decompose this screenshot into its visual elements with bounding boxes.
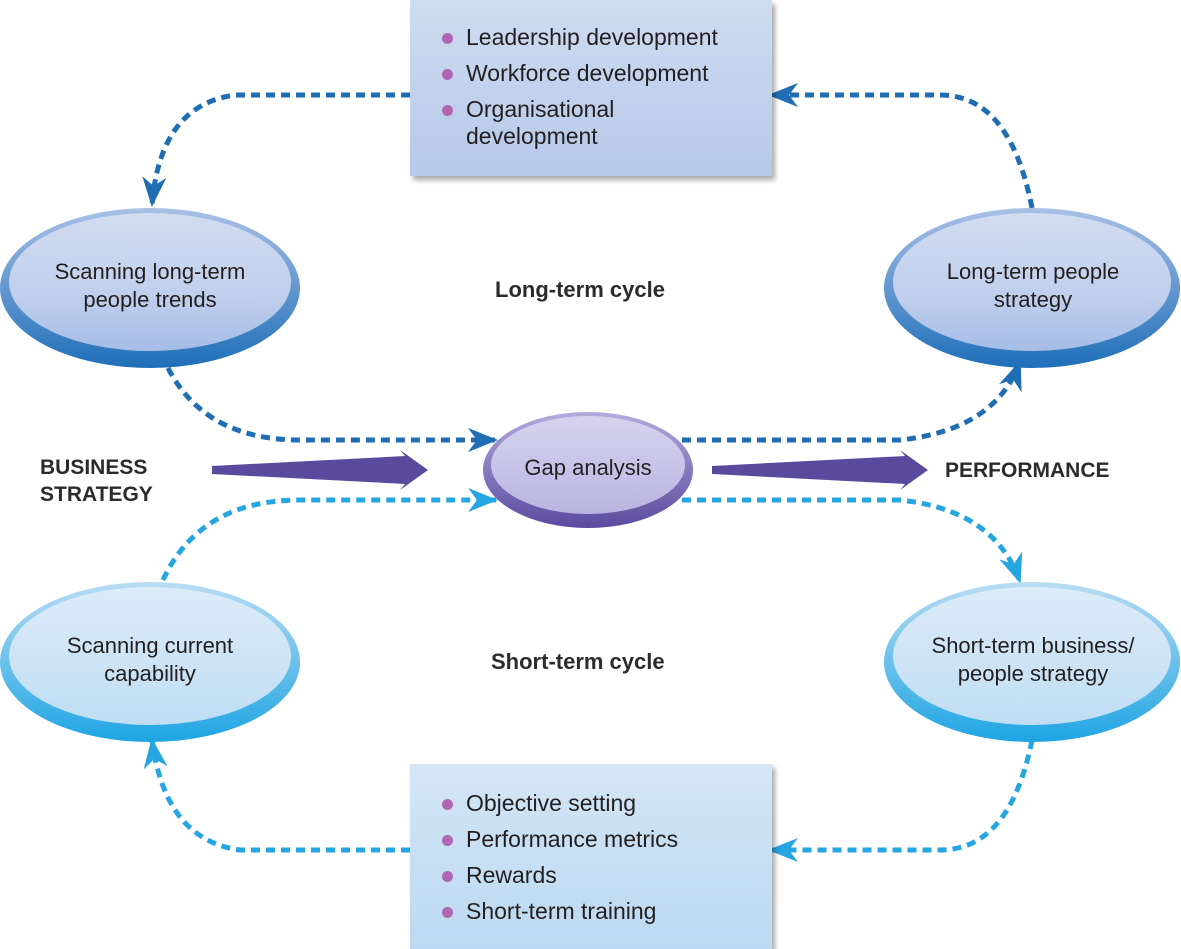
- performance-label: PERFORMANCE: [945, 459, 1110, 482]
- node-scan-long-label: Scanning long-term people trends: [54, 259, 246, 312]
- arrow-box-to-scan-current: [143, 738, 410, 853]
- business-strategy-line-2: STRATEGY: [40, 483, 153, 506]
- short-term-activities-box: Objective setting Performance metrics Re…: [410, 764, 772, 949]
- list-item: Performance metrics: [410, 826, 772, 853]
- list-item: Organisational development: [410, 96, 740, 150]
- performance-arrow: [712, 450, 928, 490]
- business-strategy-arrow: [212, 450, 428, 490]
- short-term-cycle-label: Short-term cycle: [491, 649, 665, 674]
- ellipse-scan-long: [0, 208, 300, 368]
- arrow-scan-current-to-gap: [160, 488, 498, 582]
- long-term-cycle-label: Long-term cycle: [495, 277, 665, 302]
- arrow-gap-to-long-strategy: [682, 360, 1023, 443]
- arrow-short-strategy-to-box: [768, 739, 1035, 862]
- business-strategy-label: BUSINESS STRATEGY: [40, 454, 153, 508]
- list-item: Workforce development: [410, 60, 740, 87]
- node-gap-label: Gap analysis: [524, 455, 652, 480]
- arrow-gap-to-short-strategy: [682, 497, 1023, 584]
- arrow-long-strategy-to-box: [768, 83, 1035, 209]
- ellipse-gap: [483, 412, 693, 528]
- list-item: Objective setting: [410, 790, 772, 817]
- node-scan-current-label: Scanning current capability: [66, 633, 234, 686]
- node-long-strategy-label: Long-term people strategy: [946, 259, 1120, 312]
- list-item: Short-term training: [410, 898, 772, 925]
- ellipse-scan-current: [0, 582, 300, 742]
- long-term-activities-box: Leadership development Workforce develop…: [410, 0, 772, 176]
- ellipse-short-strategy: [884, 582, 1180, 742]
- arrow-scan-long-to-gap: [165, 366, 498, 452]
- ellipse-long-strategy: [884, 208, 1180, 368]
- list-item: Leadership development: [410, 24, 740, 51]
- long-term-activities-list: Leadership development Workforce develop…: [410, 0, 740, 150]
- business-strategy-line-1: BUSINESS: [40, 456, 148, 479]
- node-short-strategy-label: Short-term business/ people strategy: [931, 633, 1135, 686]
- arrow-box-to-scan-long: [142, 92, 410, 207]
- list-item: Rewards: [410, 862, 772, 889]
- short-term-activities-list: Objective setting Performance metrics Re…: [410, 764, 772, 925]
